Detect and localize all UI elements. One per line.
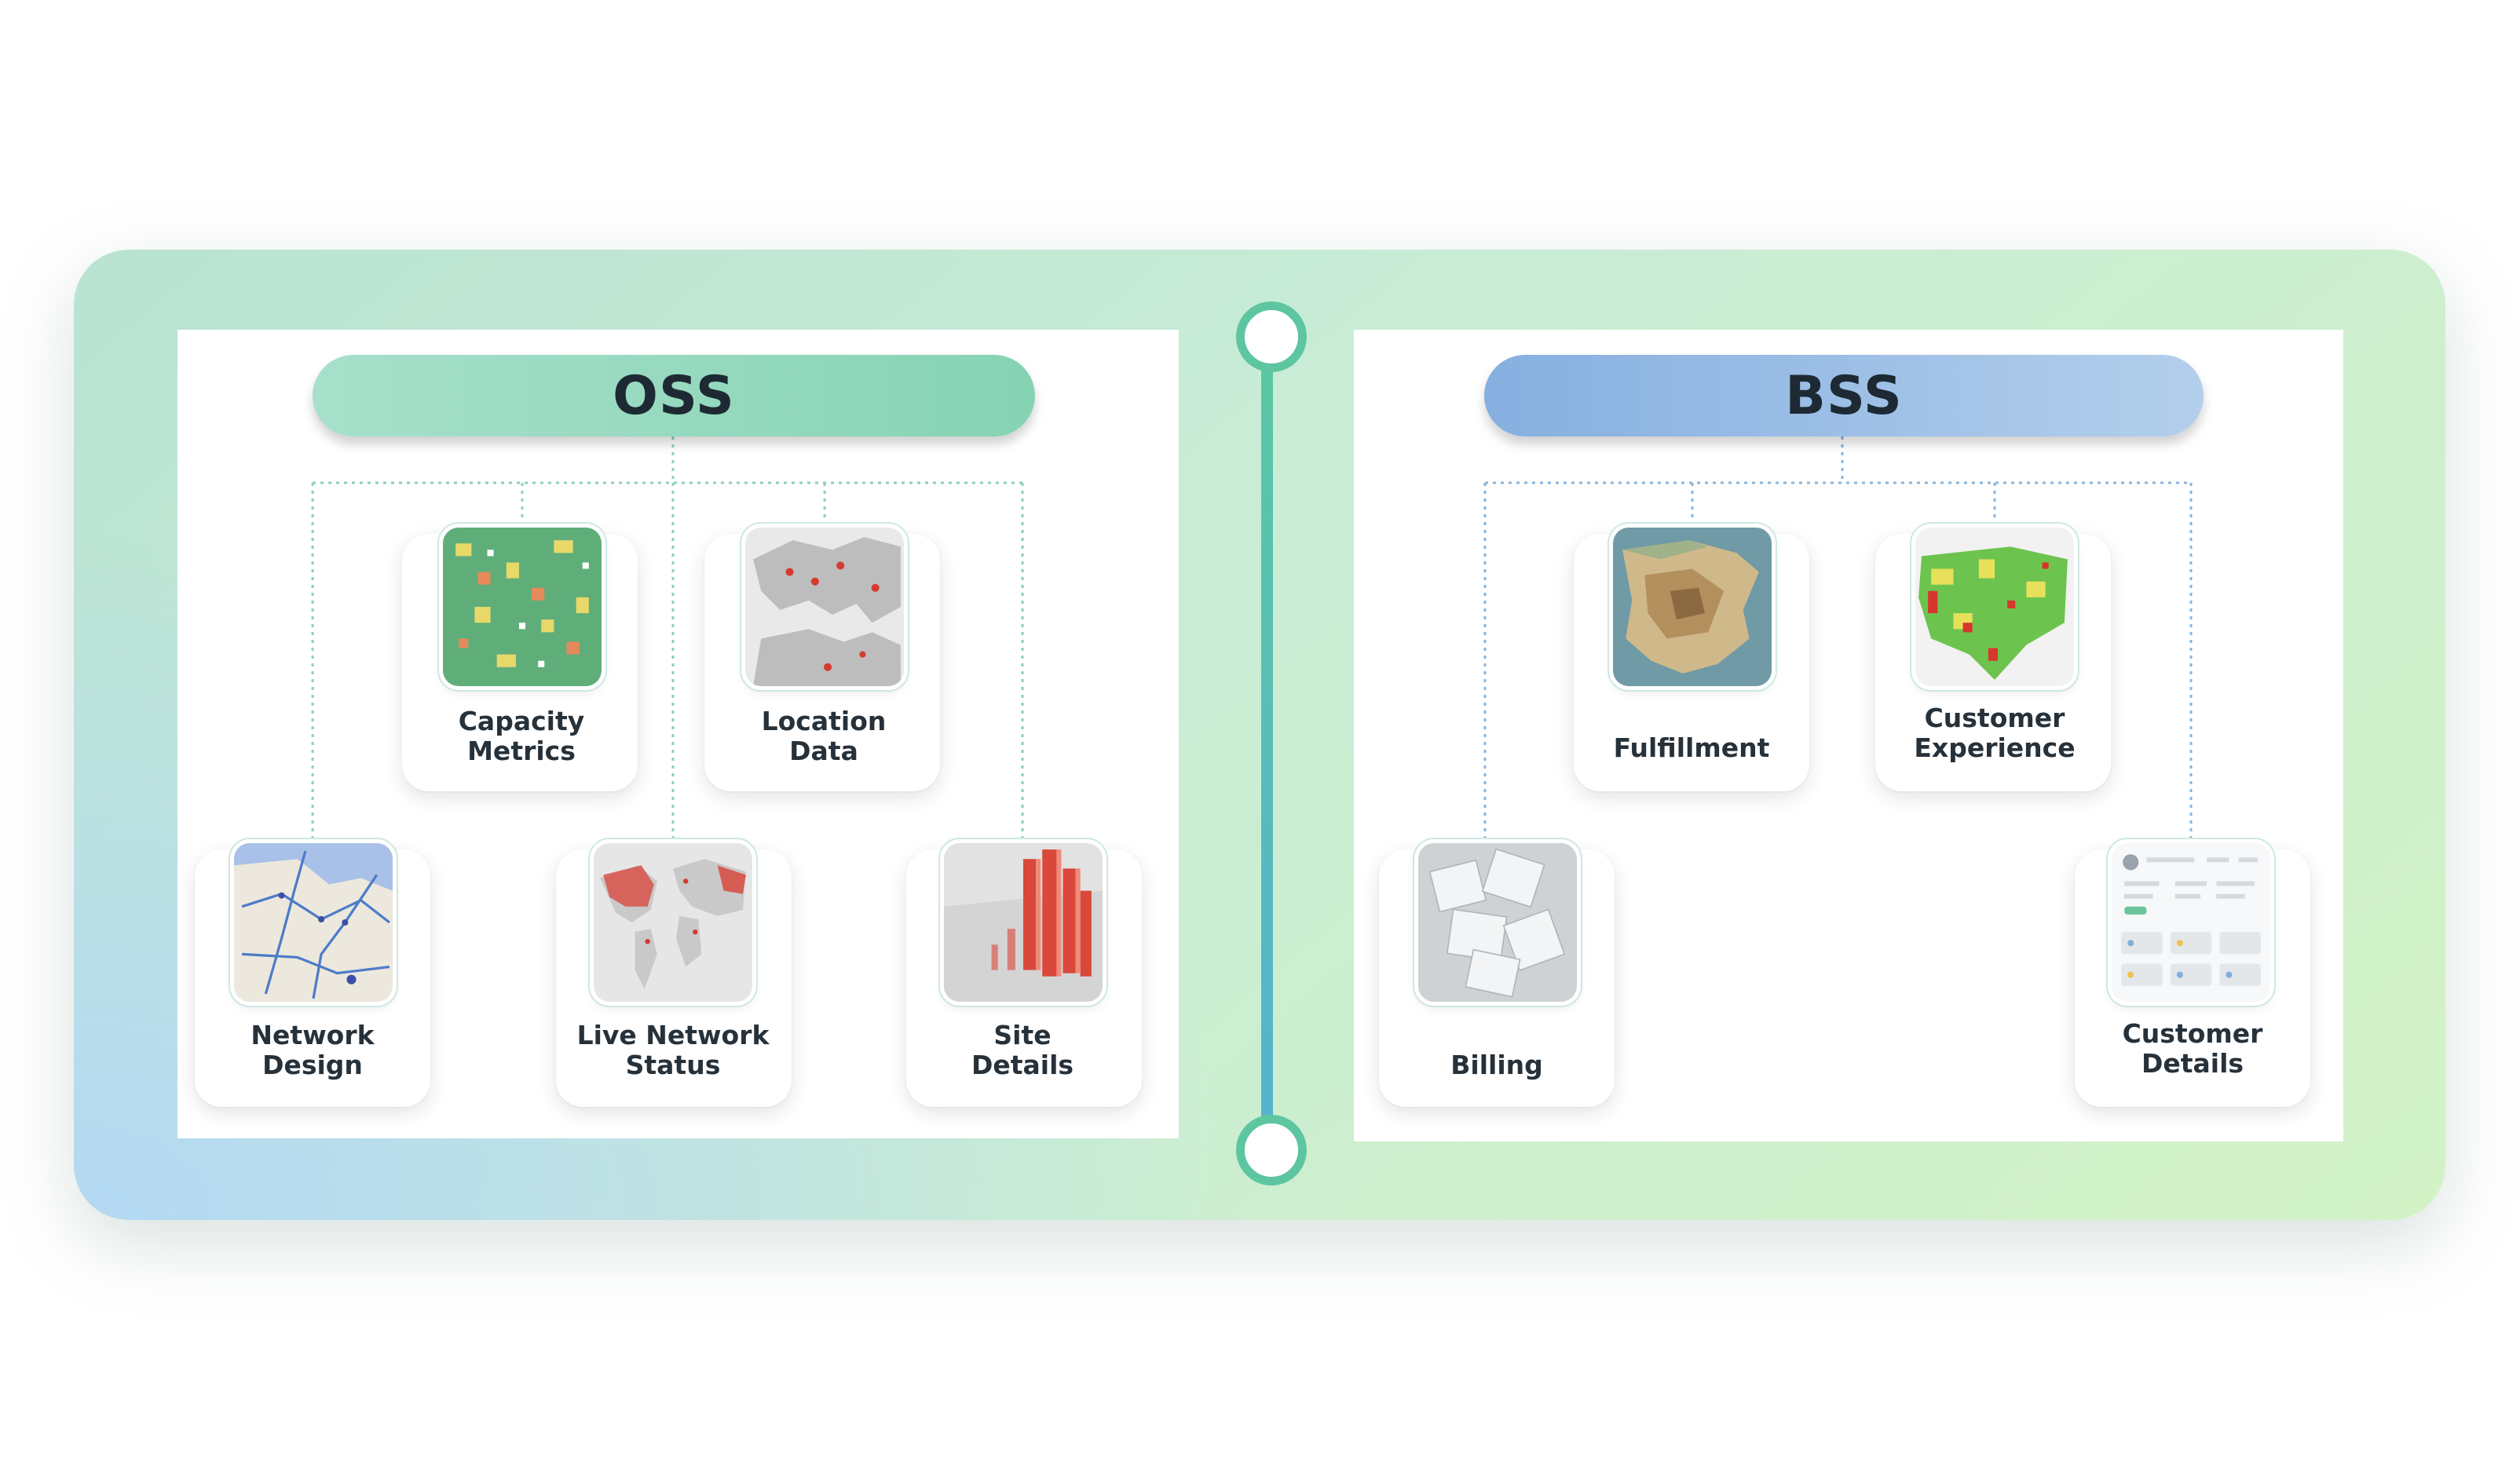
divider-line [1261,361,1273,1123]
bss-header: BSS [1484,355,2204,436]
paper-documents-icon [1418,843,1577,1002]
oss-header: OSS [313,355,1035,436]
road-network-map-icon [234,843,393,1002]
label-location-data: Location Data [761,706,887,766]
label-live-network-status: Live Network Status [576,1020,770,1080]
iberia-terrain-map-icon [1613,528,1772,686]
3d-bar-map-icon [944,843,1103,1002]
europe-location-map-icon [745,528,904,686]
label-customer-experience: Customer Experience [1914,703,2076,763]
usa-heatmap-icon [1915,528,2074,686]
divider-bottom-node [1236,1115,1307,1185]
world-status-map-icon [594,843,752,1002]
capacity-heatmap-icon [443,528,602,686]
label-billing: Billing [1450,1050,1543,1080]
label-network-design: Network Design [251,1020,375,1080]
bss-connectors [1483,436,2193,842]
divider-top-node [1236,301,1307,372]
dashboard-screen-icon [2112,843,2270,1002]
label-site-details: Site Details [971,1020,1074,1080]
label-fulfillment: Fulfillment [1613,732,1770,763]
label-customer-details: Customer Details [2122,1018,2263,1079]
oss-connectors [311,436,1024,842]
label-capacity-metrics: Capacity Metrics [458,706,585,766]
